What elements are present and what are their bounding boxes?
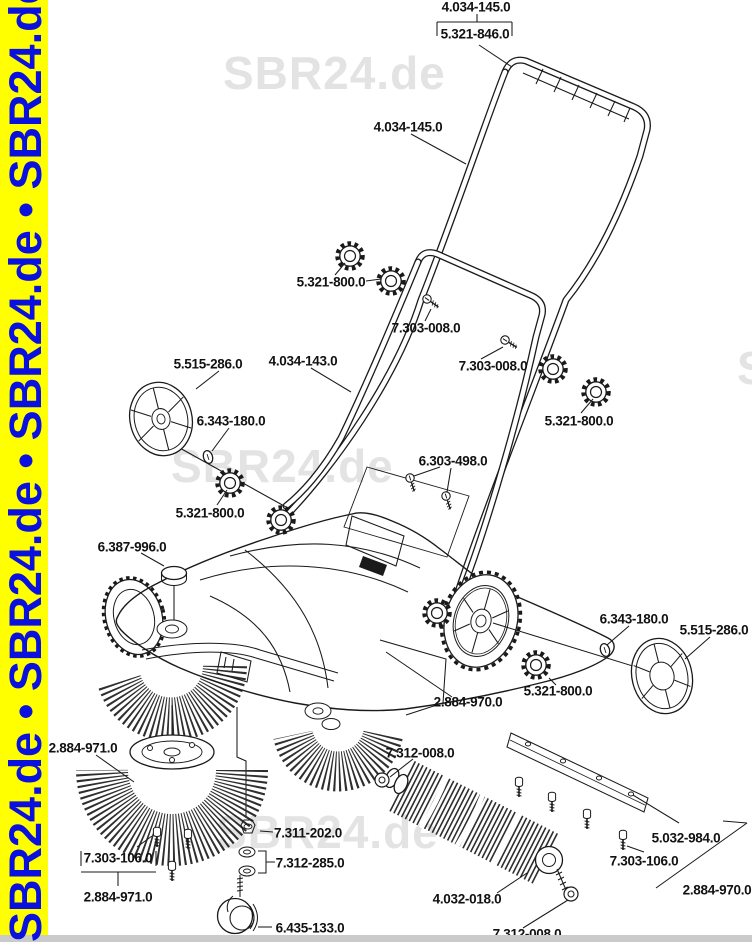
cyl-screw bbox=[514, 776, 524, 798]
star-knob bbox=[379, 269, 404, 294]
part-number-label: 2.884-971.0 bbox=[83, 889, 153, 905]
watermark-text: SBR24.de bbox=[223, 47, 446, 99]
pan-screw bbox=[420, 292, 442, 312]
front-bumper bbox=[141, 642, 339, 683]
right-wheel-assembly bbox=[492, 622, 694, 715]
wheel-disc bbox=[630, 637, 694, 715]
part-number-label: 6.435-133.0 bbox=[275, 920, 345, 936]
brand-strip-text: SBR24.de • SBR24.de • SBR24.de • SBR24.d… bbox=[0, 0, 51, 942]
part-number-label: 4.034-145.0 bbox=[441, 0, 511, 15]
part-number-label: 4.034-143.0 bbox=[268, 353, 338, 369]
washer bbox=[374, 772, 390, 788]
cap-part bbox=[160, 565, 188, 587]
wheel-disc bbox=[128, 381, 194, 457]
part-number-label: 4.032-018.0 bbox=[432, 891, 502, 907]
star-knob bbox=[338, 244, 363, 269]
star-knob bbox=[524, 653, 549, 678]
handle-fixing-area bbox=[343, 466, 470, 558]
part-number-label: 7.312-008.0 bbox=[385, 745, 455, 761]
handle-grip bbox=[522, 68, 631, 123]
handle-upper-bow bbox=[284, 56, 651, 602]
leader-lines bbox=[80, 14, 748, 929]
part-number-label: 5.321-800.0 bbox=[523, 683, 593, 699]
part-number-label: 7.303-008.0 bbox=[391, 320, 461, 336]
part-number-label: 2.884-970.0 bbox=[433, 694, 503, 710]
part-number-label: 5.515-286.0 bbox=[679, 622, 749, 638]
part-number-label: 2.884-971.0 bbox=[48, 740, 118, 756]
part-number-label: 5.321-800.0 bbox=[175, 505, 245, 521]
part-number-label: 7.311-202.0 bbox=[273, 825, 343, 841]
cyl-screw bbox=[547, 791, 557, 813]
handle-lower-bow bbox=[282, 249, 546, 590]
side-brush-left bbox=[97, 664, 247, 742]
washer bbox=[563, 886, 579, 902]
part-number-label: 7.303-106.0 bbox=[83, 850, 153, 866]
cyl-screw bbox=[618, 829, 628, 851]
left-wheel-assembly bbox=[128, 381, 287, 508]
part-number-label: 7.312-285.0 bbox=[275, 855, 345, 871]
pan-screw bbox=[440, 490, 456, 512]
part-number-label: 5.321-800.0 bbox=[544, 413, 614, 429]
side-brush-mount-mid bbox=[304, 702, 341, 730]
exploded-side-brush bbox=[76, 705, 268, 866]
part-number-label: 6.343-180.0 bbox=[196, 413, 266, 429]
pan-screw bbox=[498, 333, 520, 352]
part-number-label: 6.387-996.0 bbox=[97, 539, 167, 555]
handle-mount-recess bbox=[345, 515, 405, 576]
star-knob bbox=[584, 380, 609, 405]
body-side-panel bbox=[379, 639, 447, 716]
part-number-label: 5.321-800.0 bbox=[296, 274, 366, 290]
part-number-label: 2.884-970.0 bbox=[682, 882, 752, 898]
part-number-label: 5.515-286.0 bbox=[173, 356, 243, 372]
part-number-label: 6.343-180.0 bbox=[599, 611, 669, 627]
part-number-label: 6.303-498.0 bbox=[418, 453, 488, 469]
rear-left-wheel bbox=[101, 576, 167, 658]
part-number-label: 7.303-106.0 bbox=[609, 853, 679, 869]
cyl-screw bbox=[167, 860, 177, 882]
cyl-screw bbox=[582, 808, 592, 830]
side-brush-mount-left bbox=[156, 585, 188, 639]
retaining-clip bbox=[201, 448, 215, 466]
watermark-text: SBR24.de bbox=[737, 341, 752, 395]
part-number-label: 7.303-008.0 bbox=[458, 358, 528, 374]
part-number-label: 5.032-984.0 bbox=[651, 830, 721, 846]
footer-bar bbox=[0, 935, 752, 942]
side-brush-mid bbox=[273, 729, 403, 792]
part-number-label: 4.034-145.0 bbox=[373, 119, 443, 135]
part-number-label: 5.321-846.0 bbox=[440, 26, 510, 42]
sealing-strip bbox=[506, 732, 649, 813]
brand-strip bbox=[0, 0, 48, 935]
star-knob bbox=[218, 471, 243, 496]
caster-assembly bbox=[216, 819, 259, 935]
sweeper-body bbox=[115, 512, 615, 818]
roller-brush bbox=[384, 761, 569, 891]
watermark-text: SBR24.de bbox=[171, 440, 394, 492]
